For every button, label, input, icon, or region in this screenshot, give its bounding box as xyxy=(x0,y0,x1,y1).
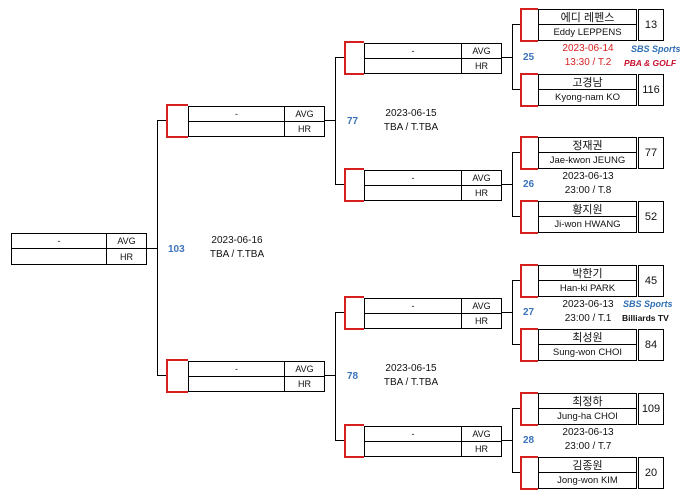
player-score: 109 xyxy=(638,393,664,425)
player-card[interactable]: 황지원 Ji-won HWANG xyxy=(538,201,637,233)
player-name-english: Sung-won CHOI xyxy=(552,347,623,358)
match-number-27: 27 xyxy=(523,307,535,318)
match-78-info: 2023-06-15 TBA / T.TBA xyxy=(374,362,448,390)
billiards-tv-logo: Billiards TV xyxy=(622,313,669,323)
quarterfinal-3-name: - xyxy=(365,299,461,314)
quarterfinal-3-avg: AVG xyxy=(461,299,501,314)
sbs-sports-logo-2: SBS Sports xyxy=(623,299,673,309)
match-25-info: 2023-06-14 13:30 / T.2 xyxy=(548,42,628,70)
quarterfinal-3-name-lower xyxy=(365,314,461,329)
match-26-info: 2023-06-13 23:00 / T.8 xyxy=(548,170,628,198)
quarterfinal-1-slot[interactable]: - AVG HR xyxy=(364,43,502,74)
match-77-info: 2023-06-15 TBA / T.TBA xyxy=(374,107,448,135)
player-name-english: Eddy LEPPENS xyxy=(553,27,622,38)
final-slot-name-lower xyxy=(12,249,106,264)
semifinal-bottom-avg: AVG xyxy=(284,362,324,377)
semifinal-bottom-name-lower xyxy=(189,377,284,392)
match-number-78: 78 xyxy=(347,371,359,382)
player-name-english: Jung-ha CHOI xyxy=(557,411,618,422)
match-77-time: TBA / T.TBA xyxy=(383,122,439,133)
match-28-info: 2023-06-13 23:00 / T.7 xyxy=(548,426,628,454)
match-number-26: 26 xyxy=(523,179,535,190)
match-78-date: 2023-06-15 xyxy=(385,363,437,374)
quarterfinal-2-name-lower xyxy=(365,186,461,201)
quarterfinal-4-avg: AVG xyxy=(461,427,501,442)
player-score: 20 xyxy=(638,457,664,489)
match-number-77: 77 xyxy=(347,116,359,127)
player-score: 77 xyxy=(638,137,664,169)
quarterfinal-2-avg: AVG xyxy=(461,171,501,186)
quarterfinal-4-name-lower xyxy=(365,442,461,457)
quarterfinal-1-name-lower xyxy=(365,59,461,74)
final-slot-hr: HR xyxy=(106,249,146,264)
player-name-english: Han-ki PARK xyxy=(559,283,616,294)
final-slot[interactable]: - AVG HR xyxy=(11,233,147,265)
match-78-time: TBA / T.TBA xyxy=(383,377,439,388)
pba-golf-logo: PBA & GOLF xyxy=(624,58,677,68)
semifinal-bottom-hr: HR xyxy=(284,376,324,391)
player-name-english: Jae-kwon JEUNG xyxy=(549,155,626,166)
player-card[interactable]: 최정하 Jung-ha CHOI xyxy=(538,393,637,425)
semifinal-bottom-name: - xyxy=(189,362,284,377)
quarterfinal-4-hr: HR xyxy=(461,441,501,456)
match-27-time: 23:00 / T.1 xyxy=(564,313,612,324)
quarterfinal-1-avg: AVG xyxy=(461,44,501,59)
quarterfinal-2-hr: HR xyxy=(461,185,501,200)
player-card[interactable]: 정재권 Jae-kwon JEUNG xyxy=(538,137,637,169)
match-25-date: 2023-06-14 xyxy=(562,43,614,54)
quarterfinal-2-name: - xyxy=(365,171,461,186)
semifinal-bottom-slot[interactable]: - AVG HR xyxy=(188,361,325,392)
semifinal-top-name-lower xyxy=(189,122,284,137)
quarterfinal-3-slot[interactable]: - AVG HR xyxy=(364,298,502,329)
sbs-sports-logo: SBS Sports xyxy=(631,44,681,54)
match-25-time: 13:30 / T.2 xyxy=(564,57,612,68)
match-26-date: 2023-06-13 xyxy=(562,171,614,182)
player-score: 116 xyxy=(638,74,664,106)
match-28-time: 23:00 / T.7 xyxy=(564,441,612,452)
quarterfinal-1-name: - xyxy=(365,44,461,59)
player-card[interactable]: 최성원 Sung-won CHOI xyxy=(538,329,637,361)
final-slot-name: - xyxy=(12,234,106,249)
player-name-english: Kyong-nam KO xyxy=(555,92,620,103)
match-number-28: 28 xyxy=(523,435,535,446)
match-number-103: 103 xyxy=(168,244,185,255)
match-103-info: 2023-06-16 TBA / T.TBA xyxy=(200,234,274,262)
player-name-korean: 김종원 xyxy=(539,458,636,473)
quarterfinal-2-slot[interactable]: - AVG HR xyxy=(364,170,502,201)
player-name-korean: 최성원 xyxy=(539,330,636,345)
semifinal-top-hr: HR xyxy=(284,121,324,136)
player-name-korean: 황지원 xyxy=(539,202,636,217)
player-score: 84 xyxy=(638,329,664,361)
player-card[interactable]: 박한기 Han-ki PARK xyxy=(538,265,637,297)
quarterfinal-3-hr: HR xyxy=(461,313,501,328)
semifinal-top-slot[interactable]: - AVG HR xyxy=(188,106,325,137)
player-score: 45 xyxy=(638,265,664,297)
match-27-date: 2023-06-13 xyxy=(562,299,614,310)
match-26-time: 23:00 / T.8 xyxy=(564,185,612,196)
player-card[interactable]: 에디 레펜스 Eddy LEPPENS xyxy=(538,9,637,41)
quarterfinal-4-name: - xyxy=(365,427,461,442)
match-27-info: 2023-06-13 23:00 / T.1 xyxy=(548,298,628,326)
player-name-korean: 고경남 xyxy=(539,75,636,90)
match-103-time: TBA / T.TBA xyxy=(209,249,265,260)
player-card[interactable]: 김종원 Jong-won KIM xyxy=(538,457,637,489)
player-score: 13 xyxy=(638,9,664,41)
semifinal-top-name: - xyxy=(189,107,284,122)
player-name-english: Ji-won HWANG xyxy=(554,219,621,230)
player-name-korean: 박한기 xyxy=(539,266,636,281)
player-name-english: Jong-won KIM xyxy=(557,475,618,486)
player-name-korean: 에디 레펜스 xyxy=(539,10,636,25)
match-103-date: 2023-06-16 xyxy=(211,235,263,246)
quarterfinal-1-hr: HR xyxy=(461,58,501,73)
quarterfinal-4-slot[interactable]: - AVG HR xyxy=(364,426,502,457)
match-28-date: 2023-06-13 xyxy=(562,427,614,438)
player-name-korean: 최정하 xyxy=(539,394,636,409)
player-card[interactable]: 고경남 Kyong-nam KO xyxy=(538,74,637,106)
match-77-date: 2023-06-15 xyxy=(385,108,437,119)
final-slot-avg: AVG xyxy=(106,234,146,249)
player-name-korean: 정재권 xyxy=(539,138,636,153)
player-score: 52 xyxy=(638,201,664,233)
match-number-25: 25 xyxy=(523,52,535,63)
semifinal-top-avg: AVG xyxy=(284,107,324,122)
